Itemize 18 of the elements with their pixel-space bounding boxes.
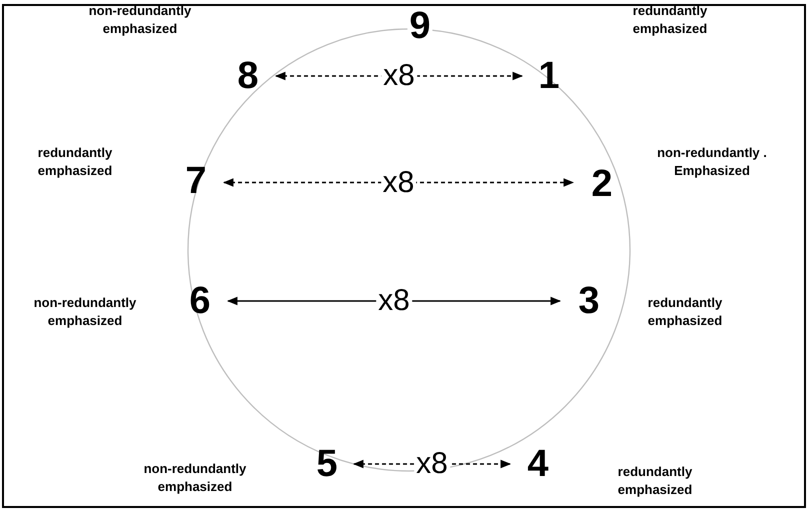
position-number: 2 xyxy=(591,165,613,203)
position-number: 1 xyxy=(538,57,560,95)
position-number: 8 xyxy=(237,57,259,95)
position-number: 6 xyxy=(189,282,211,320)
emphasis-note: non-redundantly emphasized xyxy=(32,294,138,330)
emphasis-note: redundantly emphasized xyxy=(36,144,114,180)
emphasis-note: non-redundantly . Emphasized xyxy=(656,144,768,180)
position-number: 5 xyxy=(316,445,338,483)
position-number: 4 xyxy=(527,445,549,483)
double-arrow xyxy=(226,296,562,306)
emphasis-note: non-redundantly emphasized xyxy=(88,2,192,38)
emphasis-note: redundantly emphasized xyxy=(632,2,708,38)
emphasis-note: non-redundantly emphasized xyxy=(142,460,248,496)
emphasis-note: redundantly emphasized xyxy=(616,463,694,499)
position-number: 7 xyxy=(185,162,207,200)
emphasis-note: redundantly emphasized xyxy=(646,294,724,330)
position-number: 3 xyxy=(578,282,600,320)
double-arrow xyxy=(222,178,574,187)
